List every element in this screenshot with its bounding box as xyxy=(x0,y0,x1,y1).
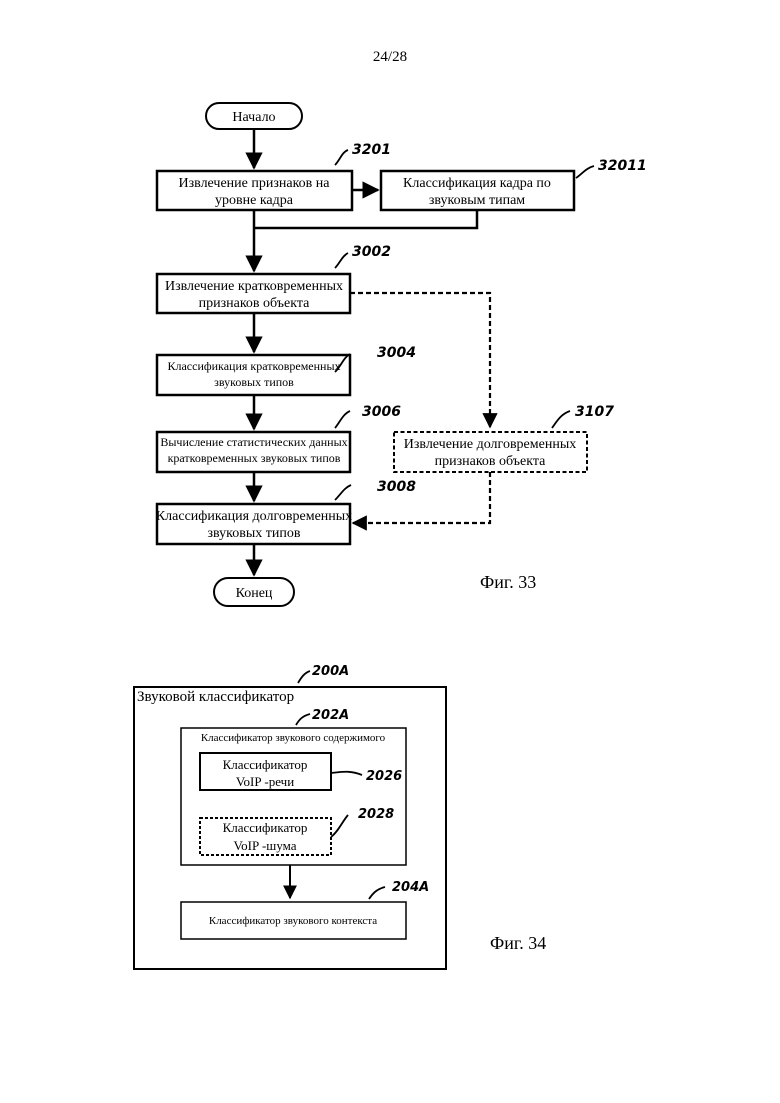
figure-34-block-diagram: Звуковой классификатор 200A Классификато… xyxy=(134,664,546,969)
box-3006-line2: кратковременных звуковых типов xyxy=(168,451,341,465)
connector-32011-return xyxy=(254,210,477,228)
box-3008-line2: звуковых типов xyxy=(208,526,301,541)
ref-3107: 3107 xyxy=(575,404,614,420)
box-3002-line1: Извлечение кратковременных xyxy=(165,279,343,294)
figure-34-caption: Фиг. 34 xyxy=(490,933,546,953)
box-3201-line2: уровне кадра xyxy=(215,193,294,208)
box-2026-line1: Классификатор xyxy=(223,757,308,772)
box-3002-line2: признаков объекта xyxy=(199,296,311,311)
dashed-arrow-3107-to-3008 xyxy=(353,472,490,523)
leader-3006 xyxy=(335,411,350,428)
ref-3002: 3002 xyxy=(352,244,391,260)
leader-3008 xyxy=(335,485,351,500)
box-3004-line2: звуковых типов xyxy=(214,375,294,389)
figure-33-flowchart: Начало Извлечение признаков на уровне ка… xyxy=(156,103,647,606)
leader-3002 xyxy=(335,253,348,268)
box-32011-line2: звуковым типам xyxy=(429,193,525,208)
box-3008-line1: Классификация долговременных xyxy=(156,509,352,524)
ref-2028: 2028 xyxy=(358,807,394,822)
box-3004-line1: Классификация кратковременных xyxy=(167,359,340,373)
ref-204a: 204A xyxy=(392,880,429,895)
ref-202a: 202A xyxy=(312,708,349,723)
leader-32011 xyxy=(576,166,594,178)
box-202a-label: Классификатор звукового содержимого xyxy=(201,732,386,744)
end-label: Конец xyxy=(236,586,273,601)
box-3107-line1: Извлечение долговременных xyxy=(404,437,576,452)
figure-33-caption: Фиг. 33 xyxy=(480,572,536,592)
ref-2026: 2026 xyxy=(366,769,402,784)
box-32011-line1: Классификация кадра по xyxy=(403,176,551,191)
box-3201-line1: Извлечение признаков на xyxy=(179,176,331,191)
box-3006-line1: Вычисление статистических данных xyxy=(160,435,347,449)
ref-3006: 3006 xyxy=(362,404,401,420)
leader-3107 xyxy=(552,411,570,428)
box-2026-line2: VoIP -речи xyxy=(236,774,294,789)
box-3107-line2: признаков объекта xyxy=(435,454,547,469)
box-204a-label: Классификатор звукового контекста xyxy=(209,915,377,927)
ref-32011: 32011 xyxy=(598,158,647,174)
ref-3201: 3201 xyxy=(352,142,391,158)
box-2028-line1: Классификатор xyxy=(223,820,308,835)
ref-3008: 3008 xyxy=(377,479,416,495)
ref-200a: 200A xyxy=(312,664,349,679)
ref-3004: 3004 xyxy=(377,345,416,361)
leader-200a xyxy=(298,671,310,683)
start-label: Начало xyxy=(232,110,275,125)
page-number: 24/28 xyxy=(373,49,407,65)
leader-3201 xyxy=(335,150,348,165)
box-200a-label: Звуковой классификатор xyxy=(137,689,294,705)
box-2028-line2: VoIP -шума xyxy=(233,838,296,853)
